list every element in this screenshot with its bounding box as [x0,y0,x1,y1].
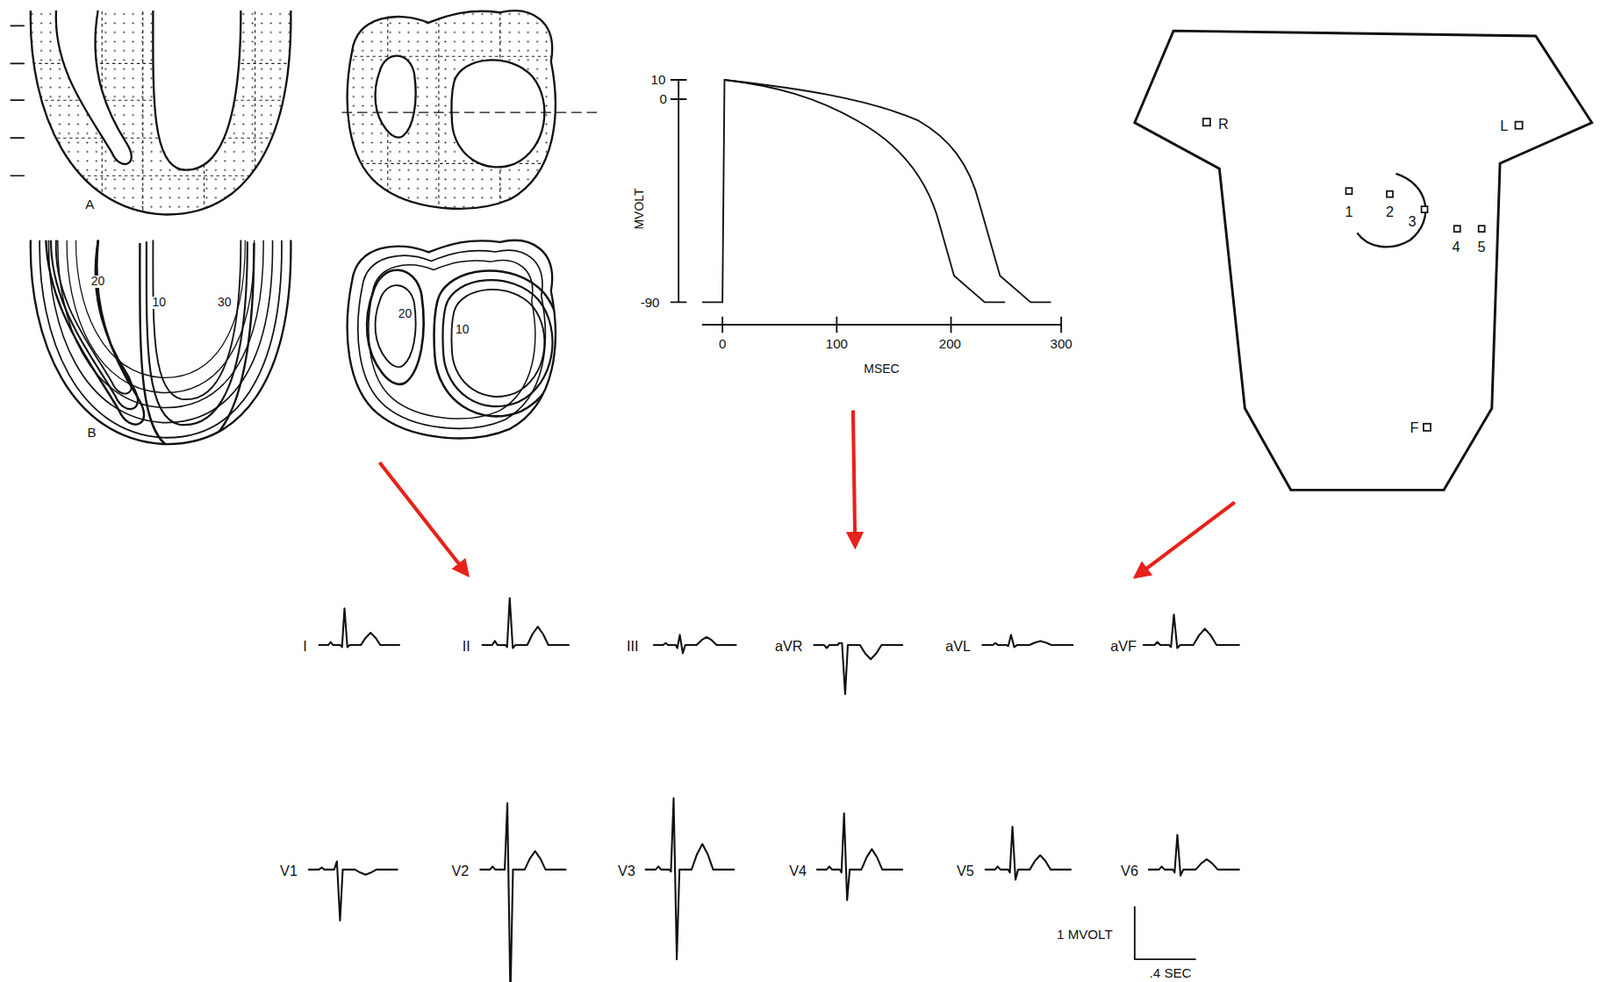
ecg-trace [479,803,567,982]
figure-label: 30 [216,296,233,309]
figure-label: V1 [279,863,299,878]
ecg-trace [816,813,904,901]
figure-label: 2 [1384,204,1395,219]
figure-label: 0 [717,337,727,351]
heart-section-b [30,224,561,451]
figure-label: 5 [1477,239,1487,254]
figure-label: 100 [825,337,849,351]
figure-label: 4 [1451,239,1462,254]
ecg-trace [645,797,735,960]
figure-label: III [625,638,640,653]
figure-label: V5 [955,863,976,878]
figure-label: V2 [450,863,470,878]
figure-label: -90 [639,296,661,310]
figure-label: 10 [649,72,667,87]
figure-label: 10 [151,296,168,309]
figure-label: A [84,197,95,211]
scale-bar [1134,906,1197,960]
ecg-trace [984,826,1072,880]
figure-label: MVOLT [633,187,646,231]
figure-label: L [1499,118,1509,133]
figure-label: 1 [1343,204,1354,219]
ecg-trace [813,643,904,695]
figure-label: 3 [1407,214,1418,229]
ecg-traces [308,598,1240,982]
figure-label: aVF [1109,638,1138,653]
figure-label: R [1217,116,1230,131]
action-potential-graph [670,79,1062,333]
figure-label: II [461,638,472,653]
figure-label: 20 [90,275,107,288]
figure-label: 20 [397,308,414,321]
figure-label: aVR [774,638,804,653]
figure-label: 300 [1049,337,1074,351]
figure-label: 0 [659,92,668,106]
figure-label: MSEC [862,363,900,376]
red-arrow [379,410,1235,578]
torso-outline [1134,30,1593,490]
figure-label: 1 MVOLT [1055,927,1114,941]
ecg-trace [308,861,398,921]
figure-label: F [1408,420,1420,435]
ecg-trace [981,634,1074,647]
figure-label: V4 [788,863,808,878]
figure-label: V6 [1119,863,1140,878]
ecg-trace [481,598,570,649]
ecg-trace [1142,614,1240,648]
heart-section-a [10,5,603,220]
figure-label: 10 [454,323,471,337]
figure-label: aVL [944,638,972,653]
ecg-trace [318,608,401,647]
ecg-trace [1147,834,1241,876]
figure-label: .4 SEC [1148,967,1193,981]
figure-label: I [301,638,309,653]
figure-label: 200 [938,337,962,351]
figure-label: B [86,425,98,439]
ecg-trace [652,634,737,653]
figure-label: V3 [617,863,637,878]
